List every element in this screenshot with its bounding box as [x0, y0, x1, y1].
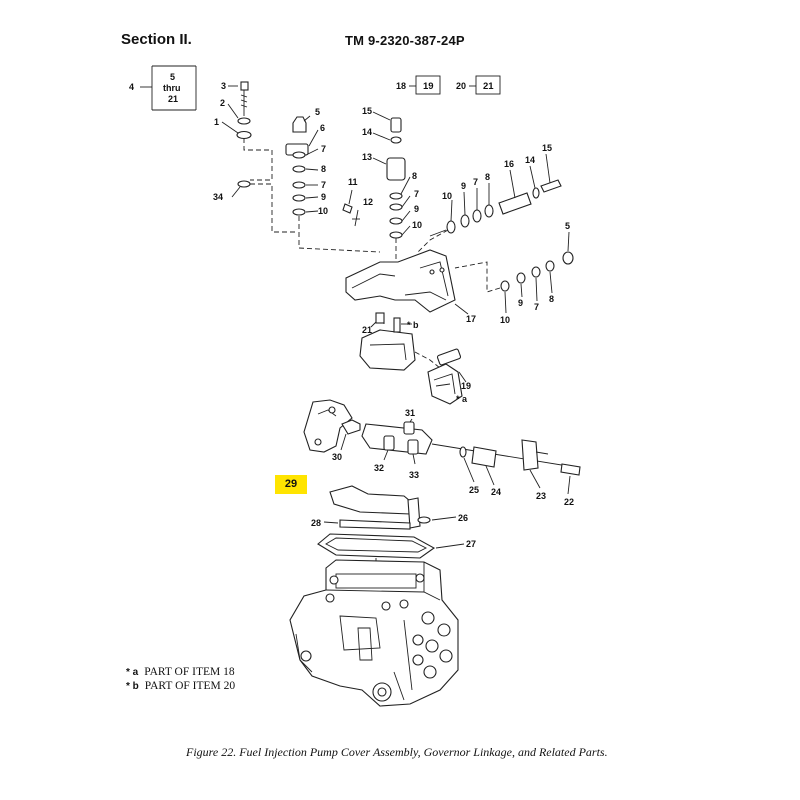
- right-lower-stack: 5 8 7 9 10: [454, 221, 574, 325]
- callout-22: 22: [564, 497, 574, 507]
- callout-a: * a: [456, 394, 468, 404]
- note-a-marker: * a: [126, 667, 139, 678]
- tm-number: TM 9-2320-387-24P: [345, 33, 465, 48]
- callout-33: 33: [409, 470, 419, 480]
- governor-lever-assembly: 30 31 32 33: [303, 399, 581, 480]
- box-19: 19: [423, 81, 434, 92]
- callout-23: 23: [536, 491, 546, 501]
- range-start: 5: [170, 72, 175, 82]
- callout-7: 7: [473, 177, 478, 187]
- callout-19: 19: [461, 381, 471, 391]
- callout-14: 14: [362, 127, 372, 137]
- callout-8: 8: [485, 172, 490, 182]
- box-21: 21: [483, 81, 494, 92]
- callout-7: 7: [321, 180, 326, 190]
- callout-16: 16: [504, 159, 514, 169]
- callout-8: 8: [549, 294, 554, 304]
- callout-5: 5: [565, 221, 570, 231]
- callout-34: 34: [213, 192, 223, 202]
- callout-8: 8: [412, 171, 417, 181]
- range-end: 21: [168, 94, 178, 104]
- range-thru: thru: [163, 83, 181, 93]
- left-bolt-stack: 3 2 1 34: [213, 81, 296, 233]
- range-bracket-group: 4 5 thru 21: [129, 65, 197, 111]
- callout-21: 21: [362, 325, 372, 335]
- callout-9: 9: [414, 204, 419, 214]
- callout-15: 15: [542, 143, 552, 153]
- callout-b: * b: [407, 320, 419, 330]
- callout-12: 12: [363, 197, 373, 207]
- pump-body: [289, 559, 459, 707]
- callout-3: 3: [221, 81, 226, 91]
- callout-28: 28: [311, 518, 321, 528]
- callout-20: 20: [456, 81, 466, 91]
- item-20-assembly: 21 * b: [359, 312, 441, 371]
- callout-25: 25: [469, 485, 479, 495]
- callout-4: 4: [129, 82, 134, 92]
- callout-11: 11: [348, 177, 358, 187]
- items-11-12: 11 12: [342, 177, 373, 227]
- callout-14: 14: [525, 155, 535, 165]
- callout-26: 26: [458, 513, 468, 523]
- callout-6: 6: [320, 123, 325, 133]
- center-left-stack: 5 6 7 8 7 9 10: [285, 107, 381, 253]
- callout-24: 24: [491, 487, 501, 497]
- note-b-text: PART OF ITEM 20: [144, 680, 236, 692]
- callout-9: 9: [461, 181, 466, 191]
- callout-7: 7: [534, 302, 539, 312]
- center-top-stack: 15 14 13 8 7 9 10: [362, 106, 422, 262]
- callout-15: 15: [362, 106, 372, 116]
- bolt-head: [240, 81, 249, 91]
- callout-30: 30: [332, 452, 342, 462]
- callout-5: 5: [315, 107, 320, 117]
- section-title: Section II.: [121, 31, 192, 48]
- callout-7: 7: [414, 189, 419, 199]
- callout-18: 18: [396, 81, 406, 91]
- reference-boxes: 18 19 20 21: [396, 75, 501, 95]
- lower-linkage: 28 26 27: [311, 485, 476, 572]
- callout-1: 1: [214, 117, 219, 127]
- callout-9: 9: [518, 298, 523, 308]
- callout-8: 8: [321, 164, 326, 174]
- right-upper-stack: 10 9 7 8 16 14 15: [417, 143, 562, 253]
- callout-31: 31: [405, 408, 415, 418]
- callout-17: 17: [466, 314, 476, 324]
- callout-7: 7: [321, 144, 326, 154]
- callout-27: 27: [466, 539, 476, 549]
- note-a-text: PART OF ITEM 18: [144, 666, 235, 678]
- callout-32: 32: [374, 463, 384, 473]
- highlight-box: [275, 475, 307, 494]
- note-b: * b PART OF ITEM 20: [126, 680, 235, 692]
- callout-9: 9: [321, 192, 326, 202]
- callout-10: 10: [412, 220, 422, 230]
- callout-29-highlighted: 29: [284, 478, 298, 490]
- callout-13: 13: [362, 152, 372, 162]
- figure-caption: Figure 22. Fuel Injection Pump Cover Ass…: [186, 745, 608, 759]
- governor-housing: 17: [345, 249, 476, 324]
- note-b-marker: * b: [126, 681, 139, 692]
- note-a: * a PART OF ITEM 18: [126, 666, 235, 678]
- callout-10: 10: [442, 191, 452, 201]
- callout-2: 2: [220, 98, 225, 108]
- callout-10: 10: [500, 315, 510, 325]
- callout-10: 10: [318, 206, 328, 216]
- right-linkage: 25 24 23 22: [459, 439, 581, 507]
- item-19-assembly: 19 * a: [427, 348, 471, 405]
